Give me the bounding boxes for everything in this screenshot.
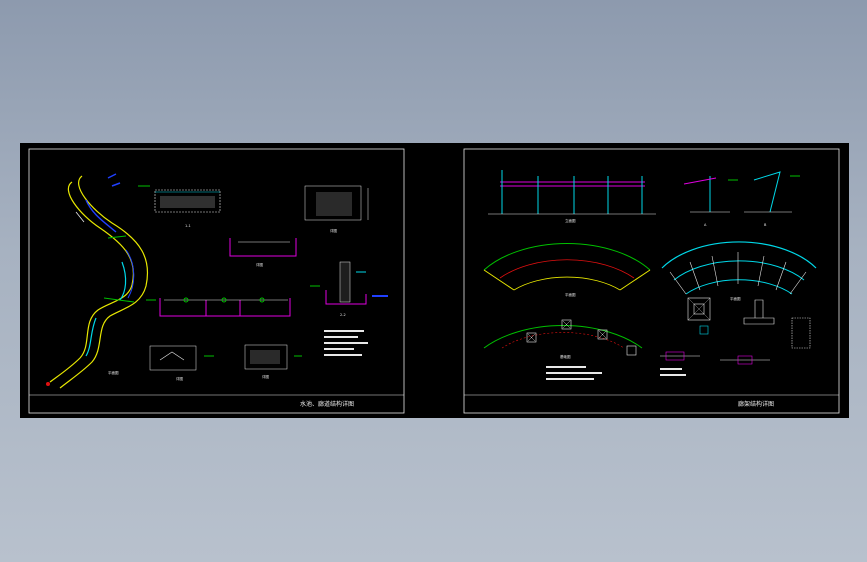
arc-plan-foundation: 基础图 [483,319,643,359]
sheet-right[interactable]: 立面图 A B 平面图 [463,148,840,414]
notes-block-right [546,366,686,380]
section-1-1: 1-1 [138,185,221,228]
model-space [20,143,849,418]
footing-details [660,297,811,365]
pool-plan-caption: 平面图 [108,370,119,375]
svg-text:详图: 详图 [176,376,183,381]
pool-plan [46,173,149,389]
sheet-right-title: 廊架结构详图 [738,401,775,408]
svg-text:基础图: 基础图 [560,354,571,359]
pergola-side-b: B [744,171,800,227]
section-magenta-small: 详图 [229,238,297,267]
arc-plan-roof: 平面图 [661,241,817,301]
svg-text:2-2: 2-2 [340,313,346,317]
sheet-left[interactable]: 平面图 1-1 详图 [28,148,405,414]
svg-text:1-1: 1-1 [185,224,191,228]
svg-text:平面图: 平面图 [565,292,576,297]
svg-text:详图: 详图 [330,228,338,233]
sheet-right-frame [463,148,840,414]
svg-text:平面图: 平面图 [730,296,741,301]
svg-text:A: A [704,223,707,227]
section-magenta-long [146,297,291,317]
sheet-left-frame [28,148,405,414]
svg-text:立面图: 立面图 [565,218,576,223]
arc-plan-upper: 平面图 [483,242,651,297]
svg-text:详图: 详图 [262,374,270,379]
notes-block [324,330,368,356]
svg-text:详图: 详图 [256,262,264,267]
pergola-side-a: A [683,176,738,227]
section-2-2: 2-2 [310,261,388,317]
sheet-left-title: 水池、廊道结构详图 [300,401,355,408]
pergola-elevation: 立面图 [488,170,656,223]
detail-bottom-a: 详图 [149,345,214,381]
detail-top-right: 详图 [304,185,369,233]
detail-bottom-b: 详图 [244,344,302,379]
svg-text:B: B [764,223,767,227]
